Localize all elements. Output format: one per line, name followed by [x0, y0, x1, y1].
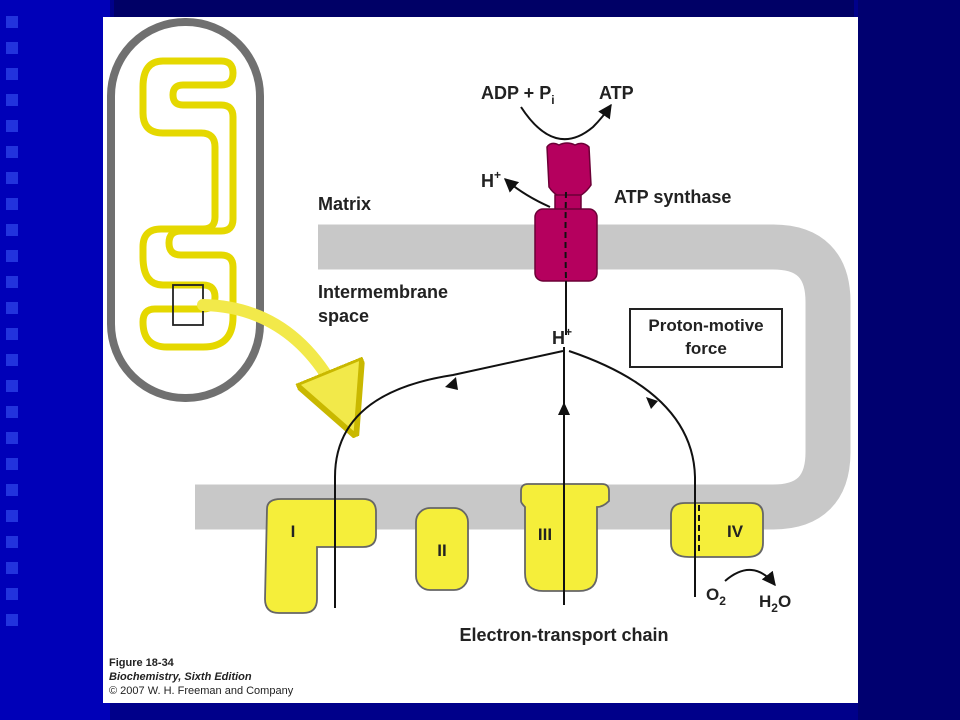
space-label: space [318, 306, 369, 326]
figure-number: Figure 18-34 [109, 657, 174, 669]
complex-iv [670, 502, 764, 558]
atp-synthase-icon [534, 142, 598, 282]
pmf-label-line1: Proton-motive [648, 316, 763, 335]
inner-membrane [195, 224, 851, 530]
atp-formation-arrow [520, 103, 612, 141]
proton-label-center: H+ [552, 325, 572, 348]
water-formation-arrow [724, 568, 776, 587]
pmf-label-line2: force [685, 339, 727, 358]
pmf-box [629, 308, 783, 368]
complex-i [264, 498, 377, 614]
mitochondrion-icon [107, 18, 264, 402]
flow-arrowheads [445, 377, 658, 415]
complex-ii [415, 507, 469, 591]
complex-ii-label: II [437, 541, 446, 560]
figure-panel: ADP + Pi ATP H+ ATP synthase Matrix Inte… [103, 17, 858, 703]
book-title: Biochemistry, Sixth Edition [109, 671, 252, 683]
matrix-label: Matrix [318, 194, 371, 214]
equation-adp: ADP + Pi [481, 83, 555, 107]
electron-transport-diagram: ADP + Pi ATP H+ ATP synthase Matrix Inte… [107, 18, 851, 645]
proton-label-top: H+ [481, 168, 501, 191]
complex-iii-label: III [538, 525, 552, 544]
equation-atp: ATP [599, 83, 634, 103]
etc-label: Electron-transport chain [459, 625, 668, 645]
intermembrane-label: Intermembrane [318, 282, 448, 302]
decorative-squares [6, 16, 18, 626]
copyright-line: © 2007 W. H. Freeman and Company [109, 685, 294, 697]
water-label: H2O [759, 592, 791, 615]
complex-i-label: I [291, 522, 296, 541]
atp-synthase-label: ATP synthase [614, 187, 731, 207]
proton-release-arrow [503, 178, 551, 208]
oxygen-label: O2 [706, 585, 726, 608]
zoom-arrow [197, 299, 348, 417]
complex-iv-label: IV [727, 522, 744, 541]
proton-flow-lines [334, 281, 696, 605]
